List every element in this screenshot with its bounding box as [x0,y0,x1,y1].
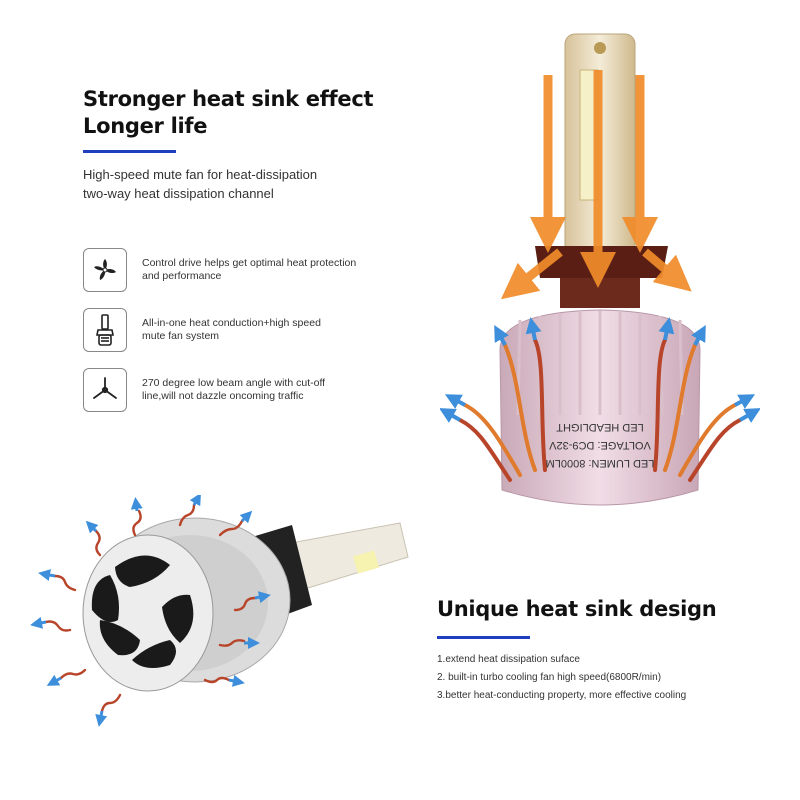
feature-text-all-in-one: All-in-one heat conduction+high speed mu… [142,317,367,343]
product-label-line-1: LED HEADLIGHT [556,421,644,433]
subtitle-top: High-speed mute fan for heat-dissipation… [83,165,383,203]
feature-1-line-1: Control drive helps get optimal heat pro… [142,257,357,269]
bulb-tilted-illustration [30,495,409,727]
headline-top: Stronger heat sink effect Longer life [83,86,403,140]
headline-line-2: Longer life [83,114,208,138]
headline-top-underline [83,150,176,153]
feature-item-all-in-one: All-in-one heat conduction+high speed mu… [83,308,367,352]
bulb-upright-illustration: LED LUMEN: 8000LM VOLTAGE: DC9-32V LED H… [440,33,760,506]
feature-3-line-2: line,will not dazzle oncoming traffic [142,390,304,402]
list-item-3: 3.better heat-conducting property, more … [437,690,687,701]
list-item-1: 1.extend heat dissipation suface [437,654,580,665]
product-label-line-3: LED LUMEN: 8000LM [546,457,655,469]
list-item-2: 2. built-in turbo cooling fan high speed… [437,672,662,683]
feature-2-line-1: All-in-one heat conduction+high speed [142,317,321,329]
product-label-line-2: VOLTAGE: DC9-32V [549,439,651,451]
bulb-conduction-icon [83,308,127,352]
feature-3-line-1: 270 degree low beam angle with cut-off [142,377,326,389]
subtitle-line-1: High-speed mute fan for heat-dissipation [83,167,318,182]
beam-angle-icon [83,368,127,412]
subtitle-line-2: two-way heat dissipation channel [83,186,274,201]
headline-bottom: Unique heat sink design [437,597,717,621]
feature-1-line-2: and performance [142,270,222,282]
headline-bottom-underline [437,636,530,639]
headline-line-1: Stronger heat sink effect [83,87,374,111]
feature-text-control-drive: Control drive helps get optimal heat pro… [142,257,367,283]
fan-blades-icon [83,248,127,292]
feature-2-line-2: mute fan system [142,330,220,342]
feature-list-bottom: 1.extend heat dissipation suface 2. buil… [437,651,777,705]
feature-item-control-drive: Control drive helps get optimal heat pro… [83,248,367,292]
feature-item-beam-angle: 270 degree low beam angle with cut-off l… [83,368,367,412]
feature-text-beam-angle: 270 degree low beam angle with cut-off l… [142,377,367,403]
